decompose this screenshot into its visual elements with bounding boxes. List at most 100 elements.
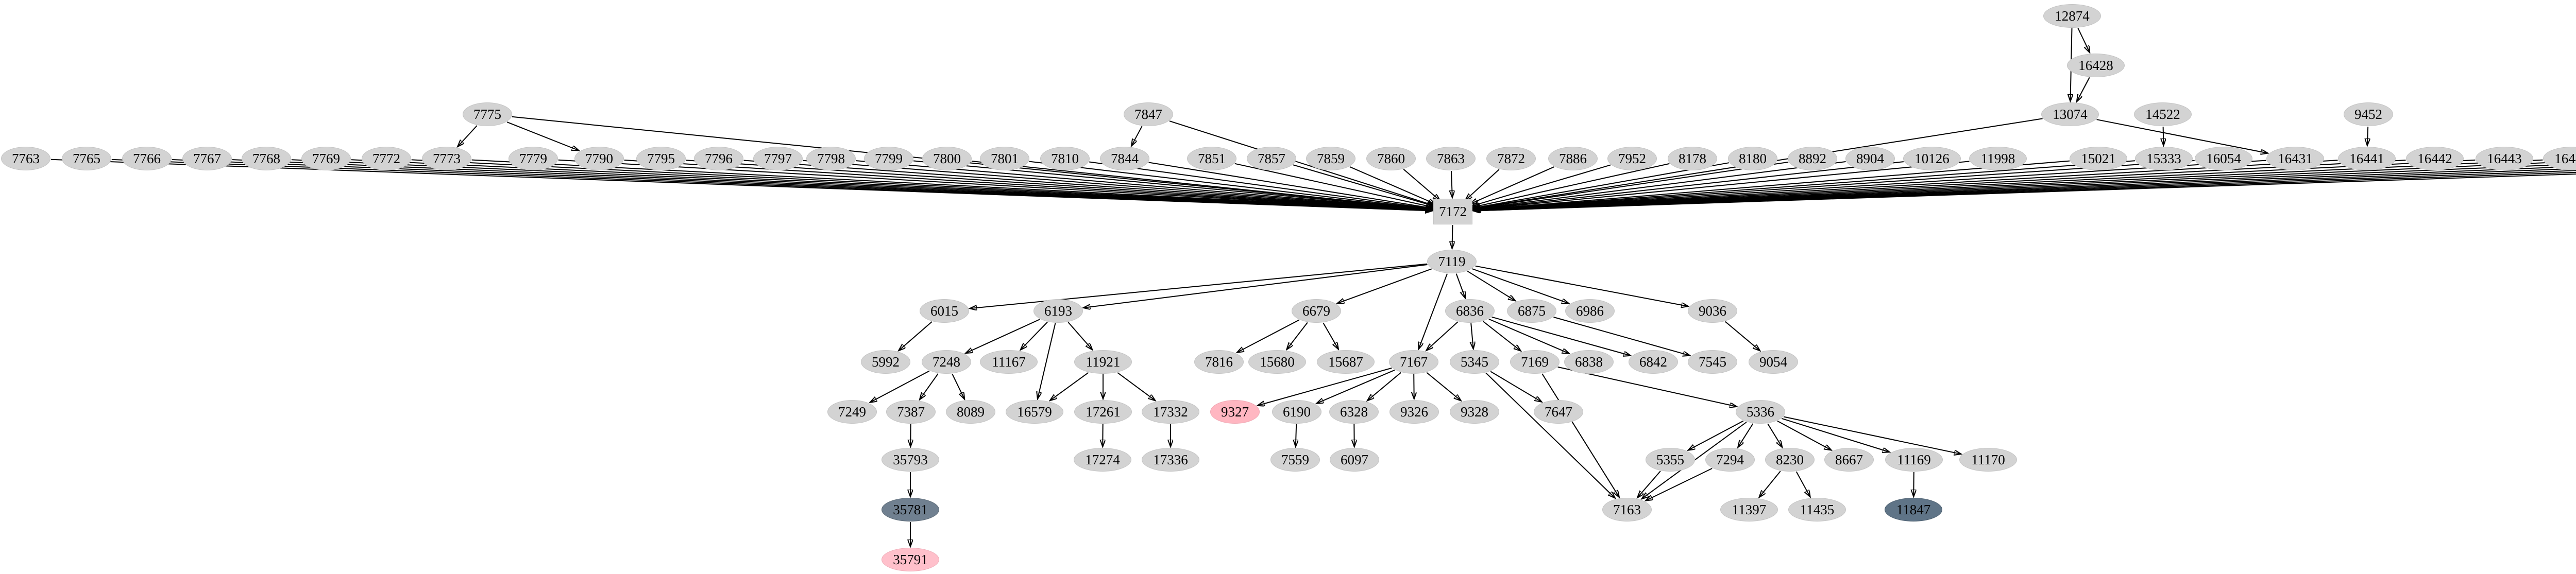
edge-7775-7790 — [506, 121, 579, 150]
node-label: 7847 — [1134, 106, 1162, 122]
node-label: 15333 — [2146, 150, 2181, 166]
edge-8230-11435 — [1795, 471, 1810, 497]
node-16579: 16579 — [1006, 400, 1063, 424]
node-7779: 7779 — [509, 147, 558, 170]
edge-7847-7172 — [1169, 120, 1434, 205]
node-7545: 7545 — [1688, 350, 1737, 374]
node-label: 13074 — [2053, 106, 2088, 122]
node-7796: 7796 — [694, 147, 743, 170]
node-label: 15680 — [1260, 354, 1295, 370]
node-8178: 8178 — [1668, 147, 1717, 170]
node-label: 6015 — [930, 303, 958, 319]
node-label: 6190 — [1283, 404, 1311, 420]
edge-7119-6836 — [1455, 273, 1465, 298]
edge-11921-16579 — [1050, 372, 1089, 401]
edge-7857-7172 — [1293, 164, 1433, 206]
edge-6193-11921 — [1067, 322, 1092, 350]
node-label: 7790 — [585, 150, 613, 166]
node-label: 7886 — [1559, 150, 1587, 166]
node-12874: 12874 — [2043, 4, 2101, 28]
node-label: 35791 — [893, 551, 928, 567]
edge-7801-7172 — [1029, 161, 1432, 210]
edge-7167-9327 — [1258, 367, 1392, 406]
node-label: 6842 — [1639, 354, 1667, 370]
edge-6836-6838 — [1488, 318, 1569, 354]
node-15021: 15021 — [2070, 147, 2127, 170]
node-7163: 7163 — [1602, 498, 1652, 521]
node-11170: 11170 — [1959, 448, 2017, 472]
edge-16442-7172 — [1474, 160, 2406, 211]
edge-5345-7163 — [1485, 372, 1615, 498]
node-14522: 14522 — [2134, 102, 2192, 126]
node-11921: 11921 — [1074, 350, 1132, 374]
node-label: 6836 — [1456, 303, 1484, 319]
node-5355: 5355 — [1646, 448, 1695, 472]
edge-9036-9054 — [1725, 321, 1760, 351]
node-label: 7559 — [1281, 451, 1309, 467]
edge-11169-11847 — [1913, 472, 1914, 496]
edge-7952-7172 — [1472, 164, 1611, 206]
node-15333: 15333 — [2135, 147, 2193, 170]
node-16442: 16442 — [2406, 147, 2464, 170]
node-6842: 6842 — [1629, 350, 1678, 374]
node-label: 8180 — [1739, 150, 1767, 166]
node-7810: 7810 — [1040, 147, 1090, 170]
node-label: 7799 — [875, 150, 903, 166]
edge-16431-7172 — [1474, 160, 2266, 211]
node-7172: 7172 — [1433, 199, 1472, 224]
node-label: 11170 — [1971, 451, 2005, 467]
edge-7119-6875 — [1467, 270, 1515, 301]
node-7248: 7248 — [922, 350, 971, 374]
edge-7863-7172 — [1451, 170, 1452, 197]
node-7799: 7799 — [864, 147, 913, 170]
node-6838: 6838 — [1564, 350, 1614, 374]
node-label: 11169 — [1897, 451, 1931, 467]
edge-7872-7172 — [1466, 169, 1500, 200]
edge-7169-7163 — [1541, 373, 1619, 497]
node-label: 16444 — [2554, 150, 2576, 166]
node-7795: 7795 — [636, 147, 686, 170]
edge-7790-7172 — [624, 160, 1432, 211]
edge-7119-9036 — [1475, 265, 1688, 306]
node-7647: 7647 — [1534, 400, 1583, 424]
node-7119: 7119 — [1427, 250, 1477, 273]
node-9328: 9328 — [1450, 400, 1499, 424]
node-35781: 35781 — [882, 498, 939, 521]
edge-7886-7172 — [1470, 166, 1555, 204]
edge-7779-7172 — [558, 159, 1432, 211]
node-label: 7779 — [519, 150, 547, 166]
node-6986: 6986 — [1565, 299, 1615, 323]
edge-5336-7294 — [1738, 423, 1754, 447]
node-label: 7767 — [193, 150, 221, 166]
node-label: 7816 — [1205, 354, 1233, 370]
edge-6679-7816 — [1238, 319, 1299, 353]
node-label: 11847 — [1896, 501, 1931, 517]
node-6836: 6836 — [1445, 299, 1495, 323]
edge-6679-15687 — [1323, 322, 1338, 349]
edge-7772-7172 — [411, 159, 1432, 211]
node-17336: 17336 — [1142, 448, 1199, 472]
node-label: 7545 — [1699, 354, 1726, 370]
node-6875: 6875 — [1507, 299, 1556, 323]
node-7167: 7167 — [1389, 350, 1438, 374]
node-7886: 7886 — [1548, 147, 1598, 170]
node-35793: 35793 — [882, 448, 939, 472]
node-6193: 6193 — [1033, 299, 1083, 323]
node-label: 8178 — [1679, 150, 1706, 166]
node-label: 6328 — [1340, 404, 1368, 420]
node-17261: 17261 — [1074, 400, 1132, 424]
node-16431: 16431 — [2266, 147, 2324, 170]
edge-6015-5992 — [899, 321, 933, 351]
edge-11998-7172 — [1474, 161, 1970, 210]
edge-6836-6842 — [1492, 316, 1631, 356]
edge-7248-8089 — [952, 373, 964, 398]
node-17332: 17332 — [1142, 400, 1199, 424]
node-6190: 6190 — [1272, 400, 1321, 424]
edge-6875-7545 — [1553, 317, 1690, 355]
node-label: 16441 — [2349, 150, 2384, 166]
node-label: 17274 — [1085, 451, 1120, 467]
node-label: 6097 — [1341, 451, 1368, 467]
node-7857: 7857 — [1247, 147, 1296, 170]
node-label: 8230 — [1776, 451, 1804, 467]
